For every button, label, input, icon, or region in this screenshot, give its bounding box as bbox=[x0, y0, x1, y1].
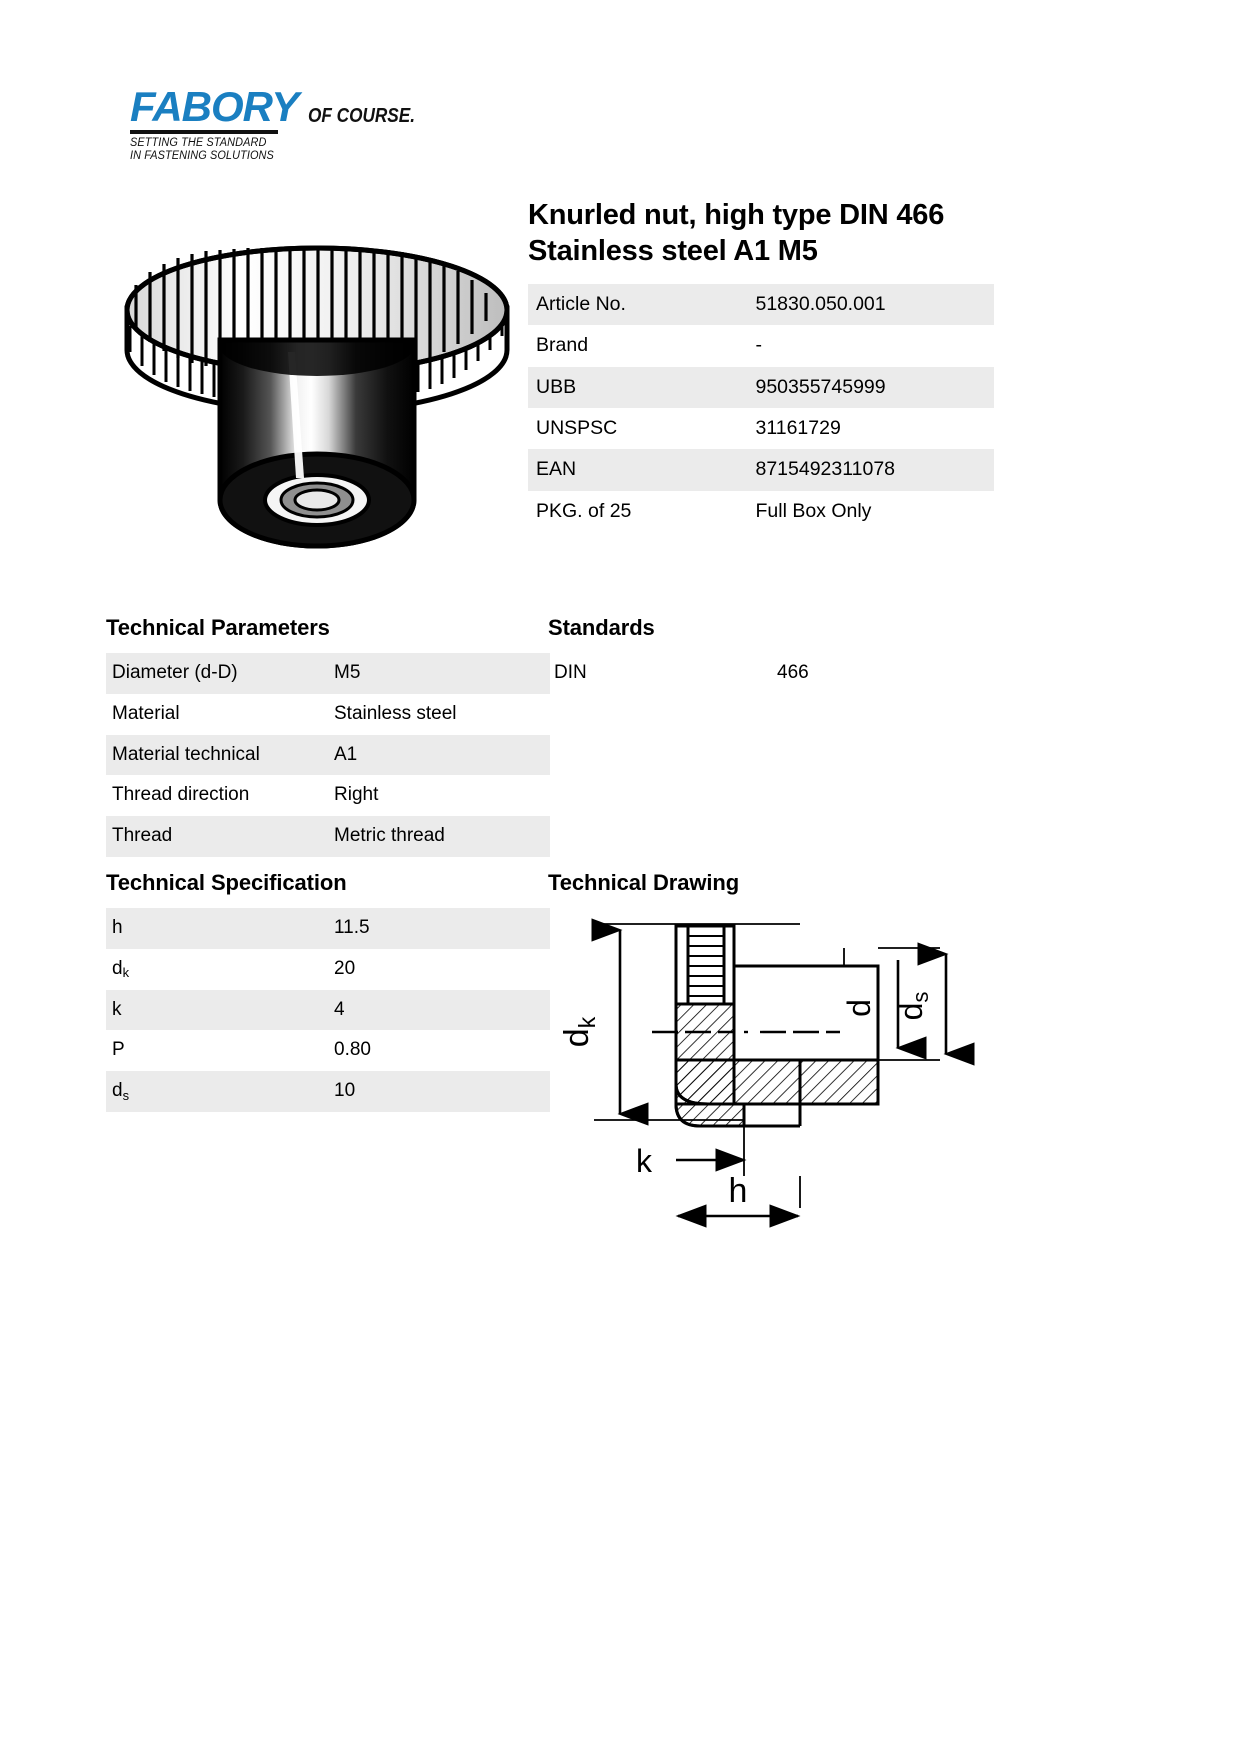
table-row: dk 20 bbox=[106, 949, 550, 990]
row-key: Material technical bbox=[106, 734, 328, 776]
row-key: Thread bbox=[106, 816, 328, 857]
row-key-symbol: P bbox=[112, 1039, 125, 1061]
standards-section: Standards DIN 466 bbox=[548, 615, 994, 694]
technical-specification-section: Technical Specification h 11.5 dk 20 k 4… bbox=[106, 870, 550, 1112]
row-key-symbol: d bbox=[112, 1080, 123, 1102]
row-key: EAN bbox=[528, 449, 748, 491]
table-row: ds 10 bbox=[106, 1071, 550, 1112]
row-key-subscript: s bbox=[122, 1087, 130, 1103]
row-key: Diameter (d-D) bbox=[106, 653, 328, 694]
row-value: M5 bbox=[328, 653, 550, 694]
row-value: Full Box Only bbox=[755, 499, 872, 522]
table-row: Diameter (d-D) M5 bbox=[106, 653, 550, 694]
technical-parameters-section: Technical Parameters Diameter (d-D) M5 M… bbox=[106, 615, 550, 857]
row-value: A1 bbox=[328, 734, 550, 776]
technical-drawing-section: Technical Drawing bbox=[548, 870, 994, 1238]
technical-specification-table: h 11.5 dk 20 k 4 P 0.80 ds 10 bbox=[106, 908, 550, 1112]
table-row: Material technical A1 bbox=[106, 734, 550, 776]
row-key: UBB bbox=[528, 366, 748, 409]
table-row: DIN 466 bbox=[548, 653, 994, 694]
product-photo bbox=[112, 200, 522, 580]
technical-drawing-figure: dk d ds k h bbox=[548, 908, 978, 1238]
row-key-symbol: h bbox=[112, 917, 123, 938]
row-value: 950355745999 bbox=[747, 366, 994, 409]
table-row: Thread direction Right bbox=[106, 775, 550, 816]
standards-heading: Standards bbox=[548, 615, 655, 640]
table-row: Thread Metric thread bbox=[106, 816, 550, 857]
row-value: 10 bbox=[328, 1071, 550, 1112]
logo-brand-text: FABORY bbox=[130, 83, 299, 130]
row-key: ds bbox=[106, 1071, 328, 1112]
logo-suffix-text: OF COURSE. bbox=[308, 105, 416, 127]
technical-parameters-heading: Technical Parameters bbox=[106, 615, 330, 640]
table-row: EAN 8715492311078 bbox=[528, 449, 994, 491]
drawing-label-ds: ds bbox=[893, 992, 933, 1021]
table-row: P 0.80 bbox=[106, 1030, 550, 1071]
row-value: Metric thread bbox=[328, 816, 550, 857]
technical-parameters-table: Diameter (d-D) M5 Material Stainless ste… bbox=[106, 653, 550, 857]
row-value: 466 bbox=[777, 662, 809, 683]
logo-wordmark-row: FABORY OF COURSE. bbox=[130, 86, 490, 128]
row-value: 8715492311078 bbox=[747, 449, 994, 491]
logo-tagline-line-1: SETTING THE STANDARD bbox=[130, 137, 267, 149]
logo-underline-divider bbox=[130, 130, 278, 134]
row-value: - bbox=[755, 334, 762, 357]
drawing-label-d: d bbox=[841, 999, 877, 1017]
table-row: k 4 bbox=[106, 989, 550, 1031]
row-key: DIN bbox=[554, 662, 587, 683]
logo-tagline-line-2: IN FASTENING SOLUTIONS bbox=[130, 149, 274, 162]
row-key: dk bbox=[106, 949, 328, 990]
drawing-label-dk: dk bbox=[558, 1016, 600, 1047]
row-value: Right bbox=[334, 784, 379, 806]
table-row: Material Stainless steel bbox=[106, 694, 550, 735]
row-value: 4 bbox=[328, 989, 550, 1031]
drawing-label-h: h bbox=[729, 1172, 748, 1210]
table-row: Article No. 51830.050.001 bbox=[528, 283, 994, 326]
table-row: Brand - bbox=[528, 325, 994, 366]
product-header-column: Knurled nut, high type DIN 466 Stainless… bbox=[528, 198, 994, 532]
row-key: Thread direction bbox=[112, 784, 250, 806]
row-key: Brand bbox=[536, 334, 589, 357]
article-info-table: Article No. 51830.050.001 Brand - UBB 95… bbox=[528, 283, 994, 532]
row-key: P bbox=[106, 1030, 328, 1071]
table-row: PKG. of 25 Full Box Only bbox=[528, 491, 994, 532]
table-row: h 11.5 bbox=[106, 908, 550, 949]
row-key-subscript: k bbox=[122, 965, 130, 981]
fabory-logo: FABORY OF COURSE. SETTING THE STANDARD I… bbox=[130, 86, 490, 163]
technical-specification-heading: Technical Specification bbox=[106, 870, 347, 895]
row-key-symbol: k bbox=[112, 998, 122, 1020]
row-key-symbol: d bbox=[112, 957, 123, 979]
row-key: Article No. bbox=[528, 283, 748, 326]
product-title: Knurled nut, high type DIN 466 Stainless… bbox=[528, 199, 945, 267]
row-value: 51830.050.001 bbox=[747, 283, 994, 326]
row-value: 20 bbox=[334, 957, 356, 979]
row-key: PKG. of 25 bbox=[536, 499, 632, 522]
row-key: h bbox=[106, 908, 328, 949]
row-value: Stainless steel bbox=[334, 702, 457, 724]
row-value: 11.5 bbox=[328, 908, 550, 949]
standards-table: DIN 466 bbox=[548, 653, 994, 694]
table-row: UBB 950355745999 bbox=[528, 366, 994, 409]
row-key: Material bbox=[112, 702, 180, 724]
row-value: 0.80 bbox=[334, 1039, 371, 1061]
technical-drawing-heading: Technical Drawing bbox=[548, 870, 740, 895]
table-row: UNSPSC 31161729 bbox=[528, 408, 994, 449]
row-value: 31161729 bbox=[755, 417, 841, 440]
row-key: UNSPSC bbox=[536, 417, 618, 440]
row-key: k bbox=[106, 989, 328, 1031]
drawing-label-k: k bbox=[636, 1143, 653, 1179]
